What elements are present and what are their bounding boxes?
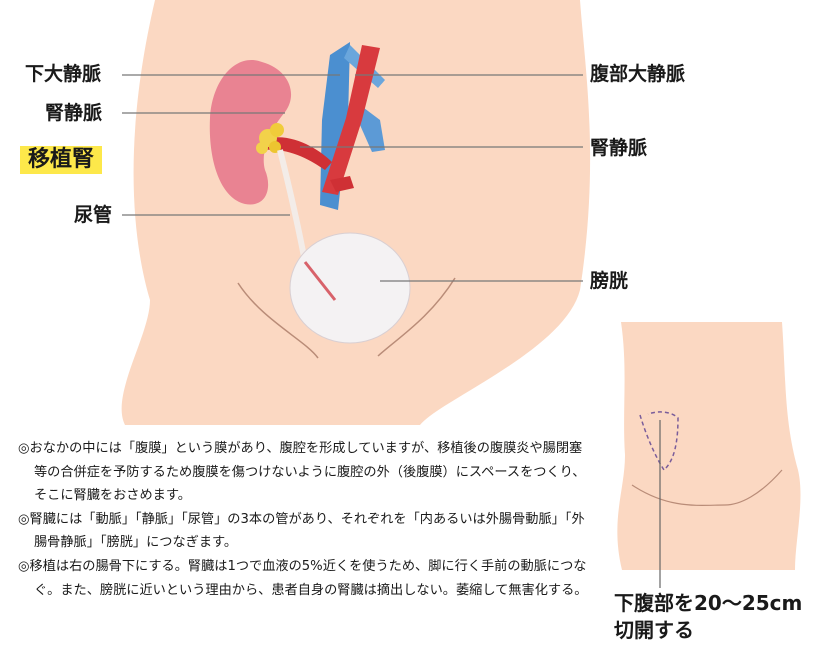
label-transplant-kidney: 移植腎 [20,146,102,174]
label-ivc: 下大静脈 [25,62,101,86]
explanation-notes: ◎おなかの中には「腹膜」という膜があり、腹腔を形成していますが、移植後の腹膜炎や… [18,437,593,602]
label-right-renal-vein: 腎静脈 [590,136,647,160]
incision-caption-line1: 下腹部を20〜25cm [614,590,802,617]
note-peritoneum: ◎おなかの中には「腹膜」という膜があり、腹腔を形成していますが、移植後の腹膜炎や… [18,437,593,508]
lower-torso-figure [617,322,800,570]
label-bladder: 膀胱 [590,269,628,293]
label-abdominal-vein: 腹部大静脈 [590,62,685,86]
incision-caption-line2: 切開する [614,617,802,644]
incision-caption: 下腹部を20〜25cm 切開する [614,590,802,644]
note-placement: ◎移植は右の腸骨下にする。腎臓は1つで血液の5%近くを使うため、脚に行く手前の動… [18,555,593,602]
label-left-renal-vein: 腎静脈 [45,101,102,125]
note-vessels: ◎腎臓には「動脈」「静脈」「尿管」の3本の管があり、それぞれを「内あるいは外腸骨… [18,508,593,555]
label-ureter: 尿管 [74,203,112,227]
bladder [290,233,410,343]
